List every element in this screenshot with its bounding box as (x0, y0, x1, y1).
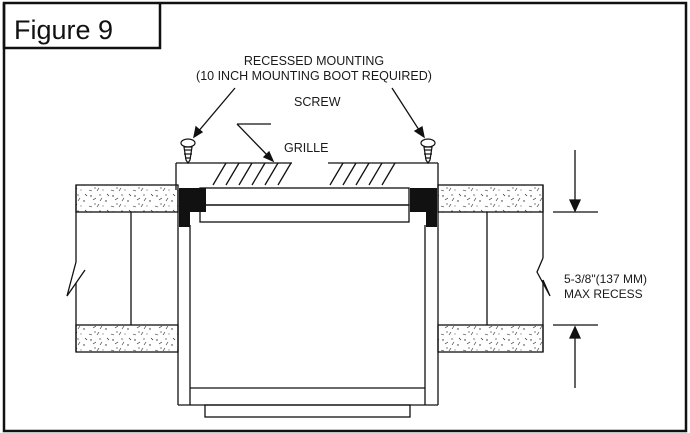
recess-dimension-label: 5-3/8"(137 MM) (564, 272, 647, 286)
mounting-boot (175, 162, 439, 418)
mounting-boot-label: (10 INCH MOUNTING BOOT REQUIRED) (196, 69, 432, 83)
screw-icon (420, 138, 436, 165)
gasket-seals (179, 188, 437, 227)
right-joist (437, 184, 551, 353)
grille-opening (292, 160, 328, 166)
screw-label: SCREW (294, 95, 341, 109)
recess-dimension (553, 150, 598, 388)
max-recess-label: MAX RECESS (564, 287, 643, 301)
left-joist (66, 184, 179, 353)
grille-louvers (212, 162, 396, 186)
screw-icon (180, 138, 196, 165)
title-tab (2, 3, 162, 50)
grille-label: GRILLE (284, 141, 328, 155)
leader-lines (193, 87, 425, 163)
recessed-mounting-label: RECESSED MOUNTING (244, 54, 384, 68)
figure-title: Figure 9 (14, 15, 113, 45)
